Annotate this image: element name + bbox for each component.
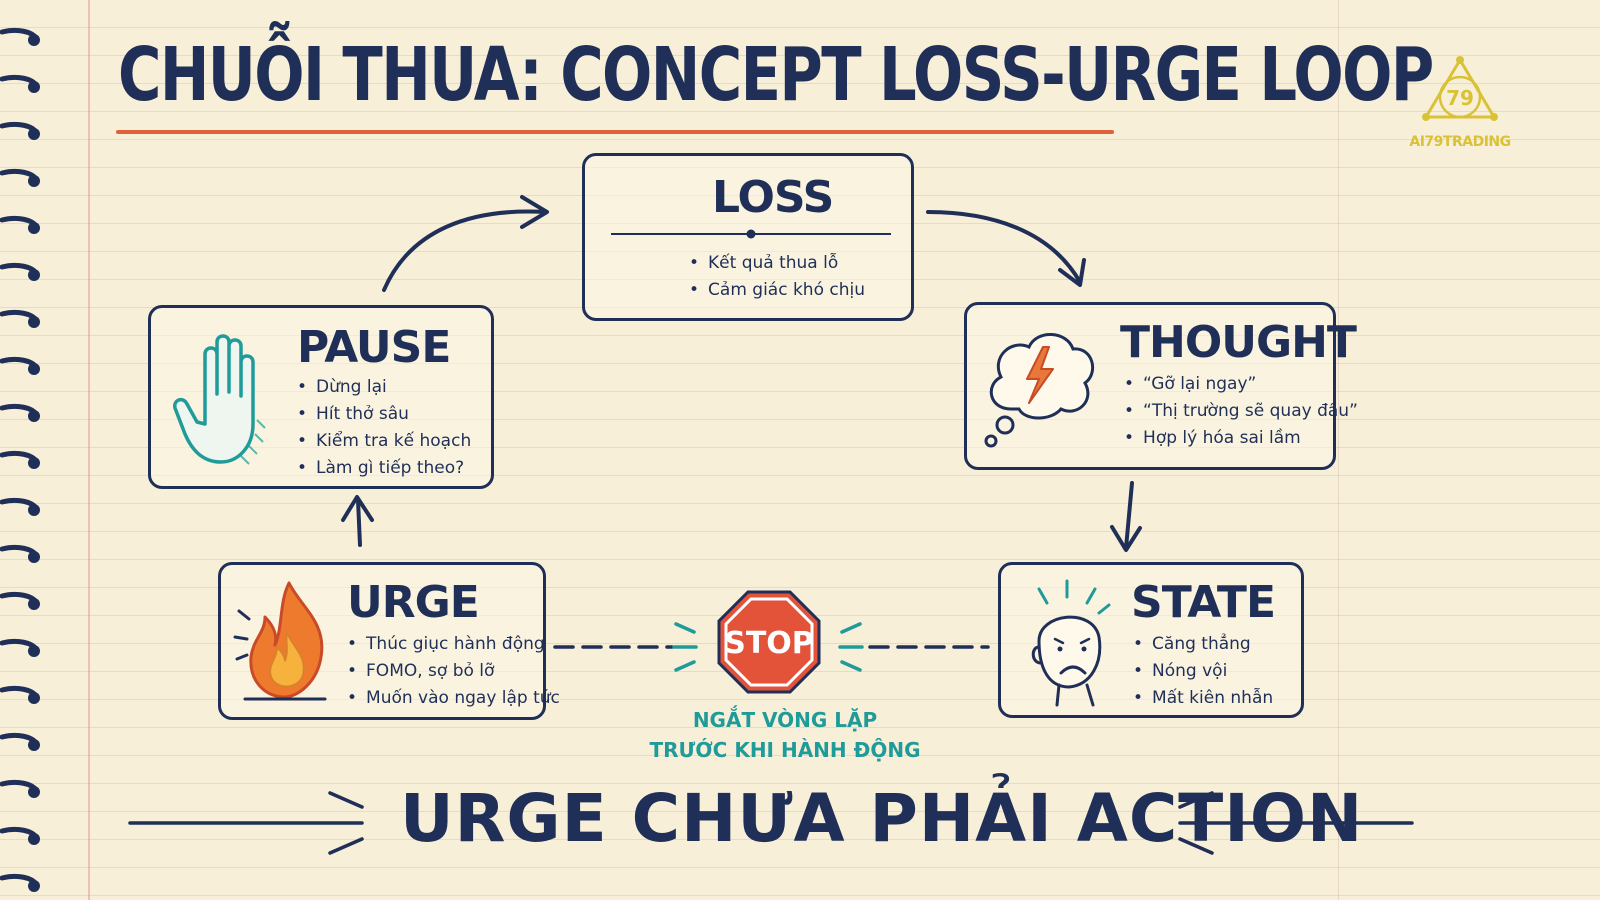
raised-hand-icon — [173, 334, 266, 465]
thought-bubble-lightning-icon — [984, 333, 1095, 448]
arrow-thought-to-state — [1124, 481, 1134, 550]
page-title: CHUỖI THUA: CONCEPT LOSS-URGE LOOP — [118, 32, 1434, 118]
loss-divider — [611, 229, 891, 239]
logo-emblem-icon: 79 — [1422, 56, 1498, 121]
list-item: Kết quả thua lỗ — [689, 250, 865, 277]
arrow-urge-to-pause — [356, 498, 362, 547]
node-urge-list: Thúc giục hành động FOMO, sợ bỏ lỡ Muốn … — [347, 631, 560, 712]
list-item: Muốn vào ngay lập tức — [347, 685, 560, 712]
node-loss-title: LOSS — [712, 172, 834, 223]
brand-logo: 79 AI79TRADING — [1400, 55, 1520, 150]
list-item: Cảm giác khó chịu — [689, 277, 865, 304]
stop-sign-text: STOP — [724, 626, 814, 661]
stressed-face-icon — [1031, 579, 1111, 707]
node-pause-title: PAUSE — [297, 322, 451, 373]
node-thought-title: THOUGHT — [1120, 317, 1357, 368]
list-item: Mất kiên nhẫn — [1133, 685, 1273, 712]
bottom-slogan: URGE CHƯA PHẢI ACTION — [400, 780, 1364, 857]
fire-icon — [233, 581, 327, 701]
node-urge: URGE Thúc giục hành động FOMO, sợ bỏ lỡ … — [218, 562, 560, 720]
list-item: Nóng vội — [1133, 658, 1273, 685]
arrow-thought-to-state-head — [1110, 525, 1142, 552]
stop-caption-line-2: TRƯỚC KHI HÀNH ĐỘNG — [649, 738, 921, 762]
list-item: Thúc giục hành động — [347, 631, 560, 658]
node-thought: THOUGHT “Gỡ lại ngay” “Thị trường sẽ qua… — [964, 302, 1358, 470]
notebook-spiral-binding — [0, 27, 40, 892]
list-item: FOMO, sợ bỏ lỡ — [347, 658, 560, 685]
list-item: Dừng lại — [297, 374, 471, 401]
arrow-pause-to-loss-head — [520, 195, 549, 229]
node-thought-list: “Gỡ lại ngay” “Thị trường sẽ quay đầu” H… — [1124, 371, 1358, 452]
node-urge-title: URGE — [347, 577, 480, 628]
node-pause: PAUSE Dừng lại Hít thở sâu Kiểm tra kế h… — [148, 305, 494, 489]
stop-caption-line-1: NGẮT VÒNG LẶP — [692, 708, 878, 732]
arrow-pause-to-loss — [382, 209, 547, 292]
logo-wordmark: AI79TRADING — [1409, 134, 1511, 150]
node-pause-list: Dừng lại Hít thở sâu Kiểm tra kế hoạch L… — [297, 374, 471, 482]
stop-caption: NGẮT VÒNG LẶP TRƯỚC KHI HÀNH ĐỘNG — [640, 705, 930, 765]
list-item: “Thị trường sẽ quay đầu” — [1124, 398, 1358, 425]
list-item: “Gỡ lại ngay” — [1124, 371, 1358, 398]
arrow-loss-to-thought-head — [1058, 258, 1086, 287]
list-item: Hợp lý hóa sai lầm — [1124, 425, 1358, 452]
node-state-title: STATE — [1131, 577, 1276, 628]
notebook-margin-line — [88, 0, 90, 900]
list-item: Làm gì tiếp theo? — [297, 455, 471, 482]
list-item: Căng thẳng — [1133, 631, 1273, 658]
node-loss-list: Kết quả thua lỗ Cảm giác khó chịu — [689, 250, 865, 304]
node-state-list: Căng thẳng Nóng vội Mất kiên nhẫn — [1133, 631, 1273, 712]
stop-sign-icon: STOP — [717, 590, 821, 694]
list-item: Hít thở sâu — [297, 401, 471, 428]
node-state: STATE Căng thẳng Nóng vội Mất kiên nhẫn — [998, 562, 1304, 718]
node-loss: LOSS Kết quả thua lỗ Cảm giác khó chịu — [582, 153, 914, 321]
list-item: Kiểm tra kế hoạch — [297, 428, 471, 455]
arrow-loss-to-thought — [926, 210, 1082, 284]
arrow-urge-to-pause-head — [341, 495, 374, 522]
title-underline — [116, 130, 1114, 134]
logo-emblem-number: 79 — [1446, 86, 1474, 110]
